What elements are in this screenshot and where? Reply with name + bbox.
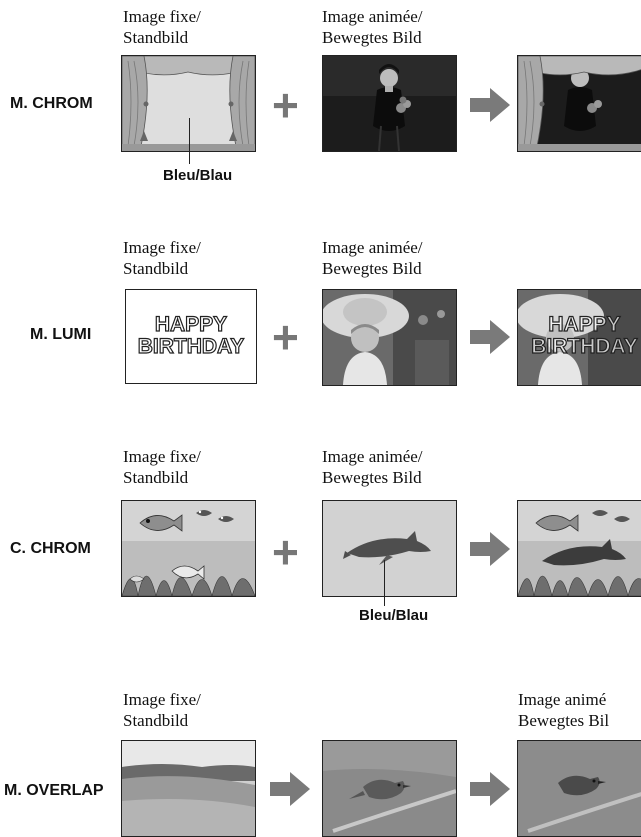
still-caption-line2: Standbild [123, 28, 189, 47]
result-image-m-lumi: HAPPY BIRTHDAY [517, 289, 641, 386]
still-caption-line1: Image fixe/ [123, 690, 201, 709]
arrow-right-icon [470, 320, 510, 354]
moving-image-girl-hat [322, 289, 457, 386]
birthday-text: BIRTHDAY [531, 335, 639, 358]
arrow-right-icon [470, 772, 510, 806]
moving-caption-line2: Bewegtes Bil [518, 711, 610, 730]
happy-text: HAPPY [548, 313, 622, 336]
mode-label-m-chrom: M. CHROM [10, 95, 93, 112]
moving-caption-line2: Bewegtes Bild [322, 468, 422, 487]
mode-label-m-overlap: M. OVERLAP [4, 782, 104, 799]
still-caption-line1: Image fixe/ [123, 7, 201, 26]
arrow-right-icon [270, 772, 310, 806]
still-caption-line1: Image fixe/ [123, 238, 201, 257]
still-caption-line2: Standbild [123, 468, 189, 487]
moving-caption-line1: Image animée/ [322, 447, 423, 466]
mode-label-c-chrom: C. CHROM [10, 540, 91, 557]
plus-sign: + [272, 526, 299, 578]
still-image-happy-birthday: HAPPY BIRTHDAY [125, 289, 257, 384]
still-image-landscape [121, 740, 256, 837]
moving-caption-line1: Image animée/ [322, 7, 423, 26]
happy-text: HAPPY [154, 313, 228, 336]
still-caption-line2: Standbild [123, 711, 189, 730]
blue-leader-line [189, 118, 190, 164]
blue-leader-line [384, 560, 385, 606]
plus-sign: + [272, 311, 299, 363]
moving-image-bird-blend [322, 740, 457, 837]
mode-label-m-lumi: M. LUMI [30, 326, 92, 343]
moving-caption-line2: Bewegtes Bild [322, 259, 422, 278]
moving-image-dolphin [322, 500, 457, 597]
arrow-right-icon [470, 88, 510, 122]
still-caption-line2: Standbild [123, 259, 189, 278]
still-caption-line1: Image fixe/ [123, 447, 201, 466]
birthday-text: BIRTHDAY [137, 335, 245, 358]
still-image-curtain [121, 55, 256, 152]
arrow-right-icon [470, 532, 510, 566]
still-image-aquarium [121, 500, 256, 597]
blue-label: Bleu/Blau [163, 167, 233, 184]
result-image-c-chrom [517, 500, 641, 597]
moving-caption-line2: Bewegtes Bild [322, 28, 422, 47]
plus-sign: + [272, 79, 299, 131]
moving-image-woman [322, 55, 457, 152]
blue-label: Bleu/Blau [359, 607, 429, 624]
moving-caption-line1: Image animé [518, 690, 607, 709]
result-image-m-overlap [517, 740, 641, 837]
moving-caption-line1: Image animée/ [322, 238, 423, 257]
result-image-m-chrom [517, 55, 641, 152]
